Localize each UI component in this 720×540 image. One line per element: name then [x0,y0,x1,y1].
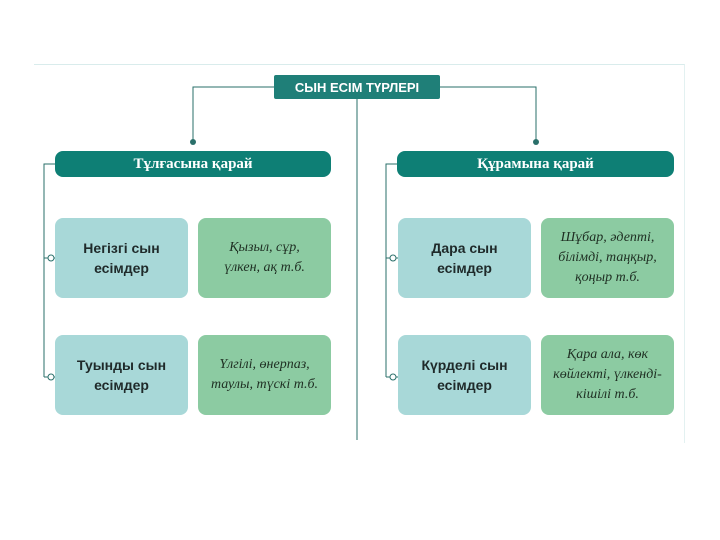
type-card-compound: Күрделі сын есімдер [398,335,531,415]
type-card-label: Негізгі сын есімдер [83,239,160,276]
type-card-label: Күрделі сын есімдер [421,356,508,393]
type-card-label: Туынды сын есімдер [76,356,167,393]
branch-header-composition: Құрамына қарай [397,151,674,177]
left-branch-dot [190,139,196,145]
right-branch-dot [533,139,539,145]
diagram-title: СЫН ЕСІМ ТҮРЛЕРІ [274,75,440,99]
left-row1-dot [47,254,55,262]
example-card-simple: Шұбар, әдепті, білімді, таңқыр, қоңыр т.… [541,218,674,298]
example-card-compound: Қара ала, көк көйлекті, үлкенді- кішілі … [541,335,674,415]
example-card-text: Үлгілі, өнерпаз, таулы, түскі т.б. [210,356,319,392]
right-row1-dot [389,254,397,262]
right-branch-line [440,86,537,140]
type-card-basic: Негізгі сын есімдер [55,218,188,298]
right-row2-dot [389,373,397,381]
branch-header-form: Тұлғасына қарай [55,151,331,177]
left-spine-line [43,163,55,377]
type-card-simple: Дара сын есімдер [398,218,531,298]
type-card-derived: Туынды сын есімдер [55,335,188,415]
left-branch-line [192,86,274,140]
example-card-text: Шұбар, әдепті, білімді, таңқыр, қоңыр т.… [558,229,657,286]
example-card-text: Қара ала, көк көйлекті, үлкенді- кішілі … [553,346,662,403]
example-card-derived: Үлгілі, өнерпаз, таулы, түскі т.б. [198,335,331,415]
type-card-label: Дара сын есімдер [431,239,498,276]
left-row2-dot [47,373,55,381]
diagram-frame [34,64,685,443]
example-card-basic: Қызыл, сұр, үлкен, ақ т.б. [198,218,331,298]
example-card-text: Қызыл, сұр, үлкен, ақ т.б. [224,239,305,275]
right-spine-line [385,163,397,377]
